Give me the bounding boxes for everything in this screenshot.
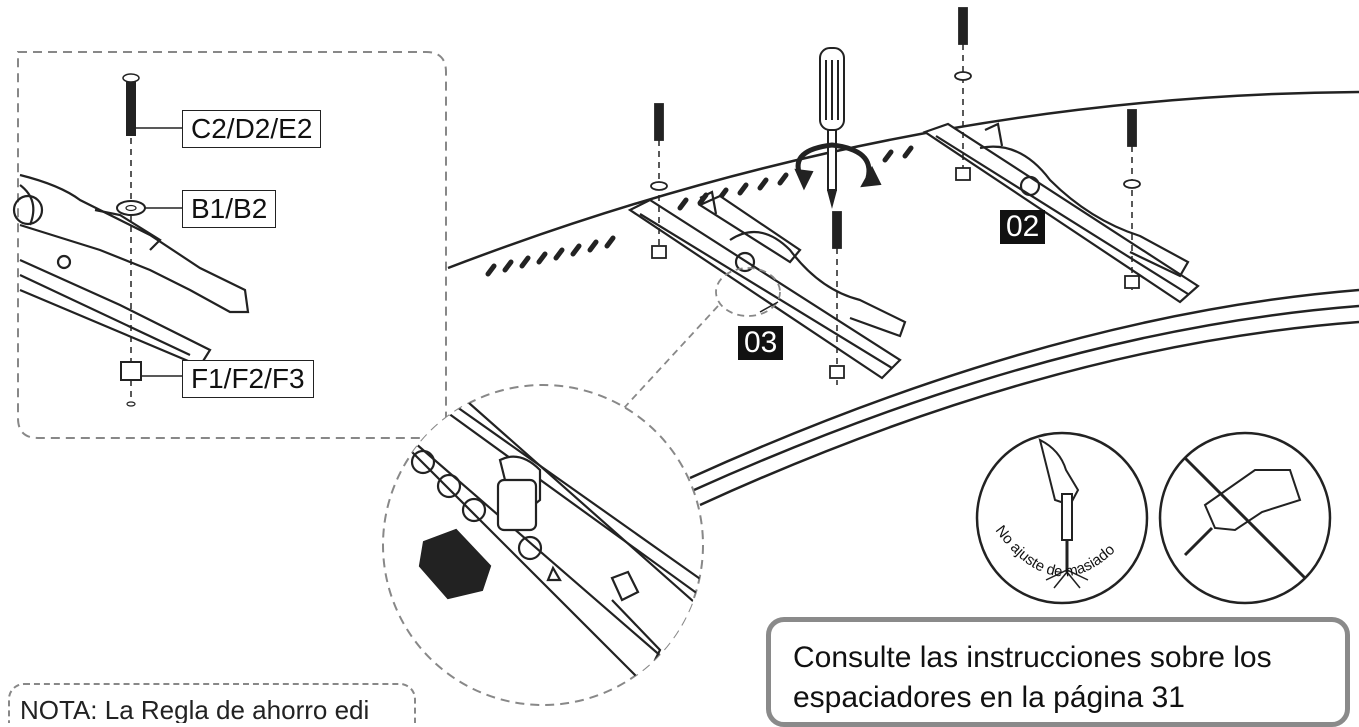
washer-label: B1/B2 xyxy=(182,190,277,228)
spacer-note-text: Consulte las instrucciones sobre los esp… xyxy=(793,641,1272,714)
assembly-diagram: C2/D2/E2 B1/B2 F1/F2/F3 03 02 No ajuste … xyxy=(8,7,1359,727)
nut-label: F1/F2/F3 xyxy=(182,360,314,398)
zoom-area xyxy=(715,267,781,317)
hand-tool-icon xyxy=(975,431,1149,605)
step-badge-03: 03 xyxy=(738,326,784,360)
tv-panel xyxy=(447,90,1359,507)
spacer-note-box: Consulte las instrucciones sobre los esp… xyxy=(766,617,1350,727)
diagram-drawing xyxy=(12,7,1359,706)
tv-screws xyxy=(650,7,1141,385)
no-power-drill-icon xyxy=(1158,431,1332,605)
step-badge-02: 02 xyxy=(1000,210,1046,244)
bracket-rail-02 xyxy=(922,122,1200,304)
magnifier-detail xyxy=(382,384,704,706)
bracket-rail-03 xyxy=(627,190,907,380)
nota-box-fragment: NOTA: La Regla de ahorro edi xyxy=(8,683,416,723)
screwdriver-icon xyxy=(794,47,882,209)
screw-label: C2/D2/E2 xyxy=(182,110,322,148)
detail-box xyxy=(12,51,447,439)
nota-text: NOTA: La Regla de ahorro edi xyxy=(20,695,370,723)
